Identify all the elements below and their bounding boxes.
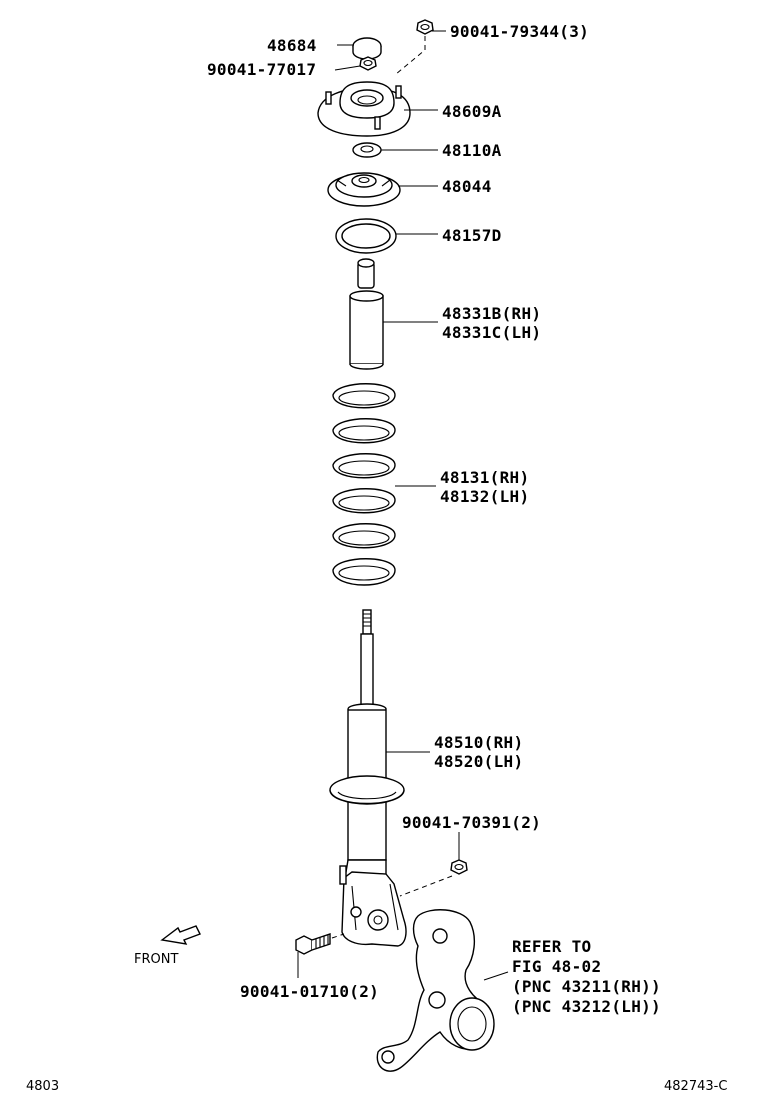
refer-line-1: REFER TO <box>512 937 591 956</box>
label-48044: 48044 <box>442 177 492 196</box>
label-48131: 48131(RH) <box>440 468 529 487</box>
support-48609A[interactable] <box>317 81 411 137</box>
seat-48044[interactable] <box>327 172 401 207</box>
nut-90041-79344[interactable] <box>416 19 434 35</box>
refer-line-4: (PNC 43212(LH)) <box>512 997 661 1016</box>
steering-knuckle[interactable] <box>376 909 495 1072</box>
label-48520: 48520(LH) <box>434 752 523 771</box>
insulator-48157D[interactable] <box>335 218 397 254</box>
shock-absorber-48510[interactable] <box>329 609 405 881</box>
refer-line-2: FIG 48-02 <box>512 957 601 976</box>
coil-spring-48131[interactable] <box>332 383 396 586</box>
label-48157D: 48157D <box>442 226 502 245</box>
nut-90041-77017[interactable] <box>359 56 377 71</box>
label-90041-01710: 90041-01710(2) <box>240 982 379 1001</box>
bolt-90041-01710[interactable] <box>295 933 331 955</box>
nut-90041-70391[interactable] <box>450 859 468 875</box>
bearing-48110A[interactable] <box>352 142 382 158</box>
label-48132: 48132(LH) <box>440 487 529 506</box>
refer-line-3: (PNC 43211(RH)) <box>512 977 661 996</box>
label-48510: 48510(RH) <box>434 733 523 752</box>
label-90041-77017: 90041-77017 <box>207 60 316 79</box>
leader-lines <box>297 30 509 981</box>
footer-left-code: 4803 <box>26 1079 59 1094</box>
footer-right-code: 482743-C <box>664 1079 727 1094</box>
label-48331C: 48331C(LH) <box>442 323 541 342</box>
front-label: FRONT <box>134 952 178 967</box>
label-48331B: 48331B(RH) <box>442 304 541 323</box>
strut-bracket <box>339 865 407 947</box>
label-48609A: 48609A <box>442 102 502 121</box>
label-90041-79344: 90041-79344(3) <box>450 22 589 41</box>
front-arrow-icon <box>160 925 201 945</box>
label-48110A: 48110A <box>442 141 502 160</box>
cap-48684[interactable] <box>352 37 382 60</box>
bumper-boot-48331[interactable] <box>349 258 384 370</box>
label-48684: 48684 <box>267 36 317 55</box>
label-90041-70391: 90041-70391(2) <box>402 813 541 832</box>
